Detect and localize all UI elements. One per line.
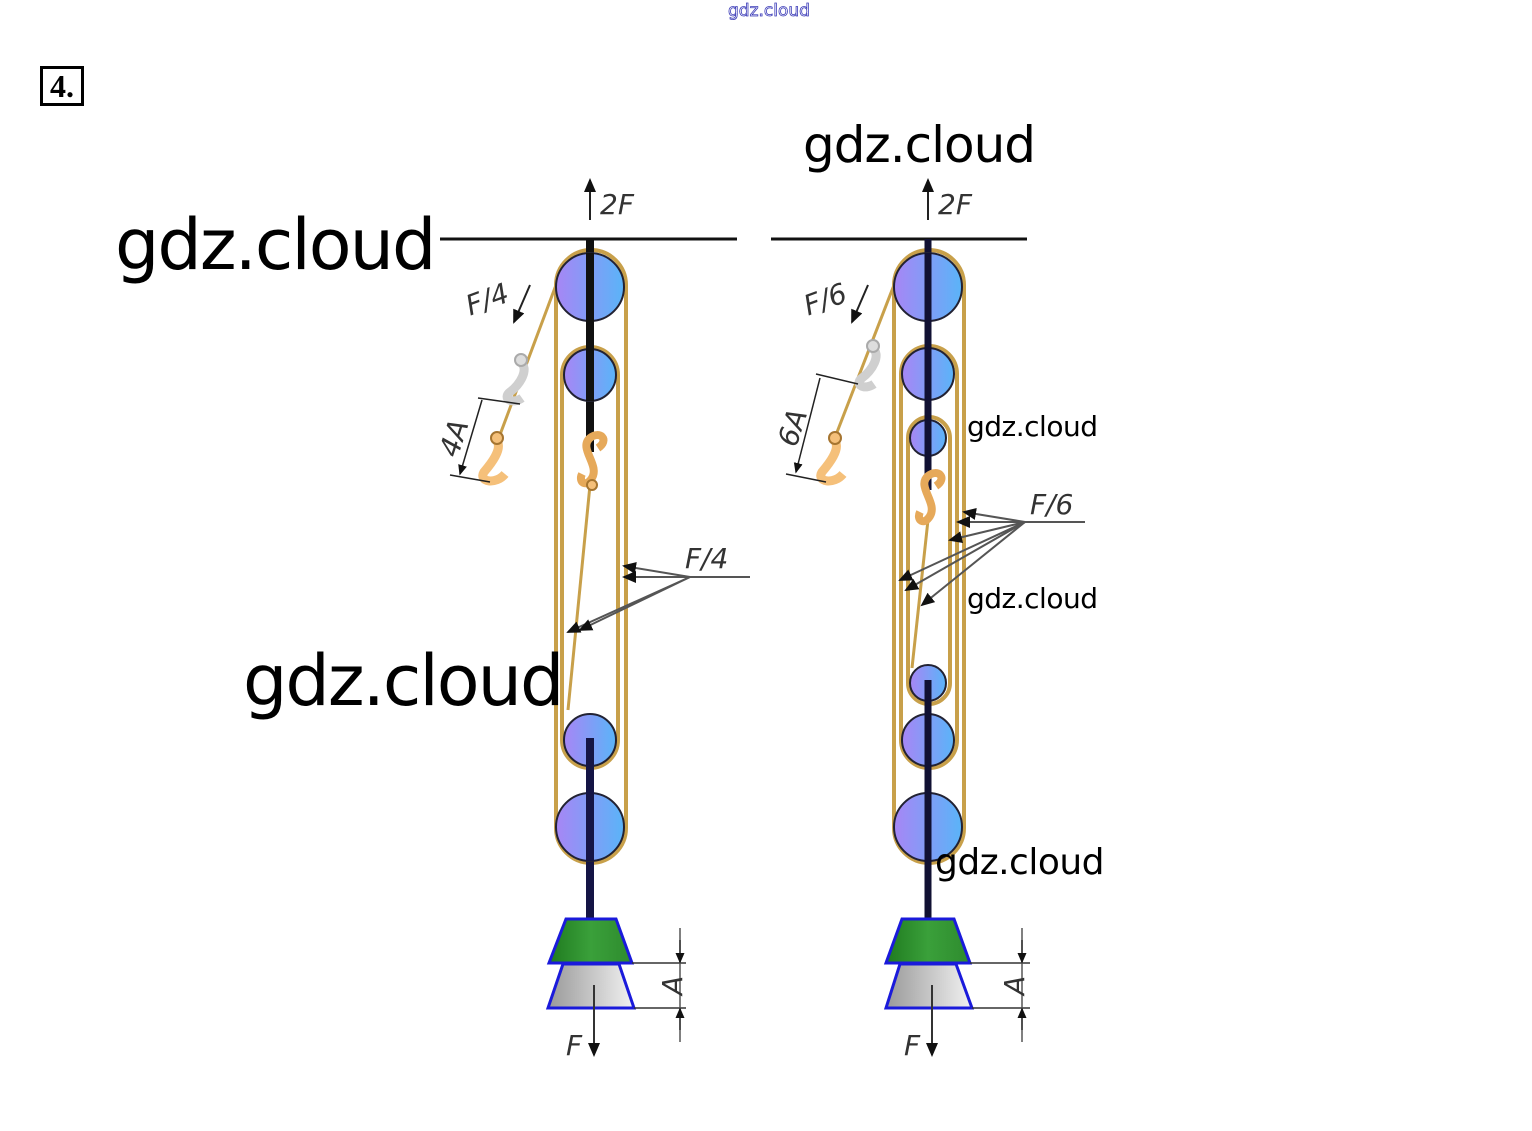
right-load-displacement-label: A: [998, 976, 1031, 997]
left-side-force-label: F/4: [685, 542, 728, 575]
right-top-force-label: 2F: [938, 188, 973, 221]
left-rope-hook: [566, 484, 592, 711]
watermark: gdz.cloud: [967, 410, 1098, 443]
left-rope-force-label: F/4: [461, 276, 513, 322]
right-rope-inner: [906, 415, 952, 706]
right-load-bottom: [883, 962, 975, 1010]
right-s-hook: [915, 469, 946, 526]
left-s-hook: [577, 431, 608, 488]
watermark: gdz.cloud: [243, 640, 564, 722]
watermark: gdz.cloud: [967, 582, 1098, 615]
left-rope-inner: [560, 345, 620, 770]
left-load-displacement-label: A: [656, 976, 689, 997]
right-load-top: [883, 917, 973, 965]
watermark-top: gdz.cloud: [728, 1, 811, 22]
left-orange-hook: [478, 436, 509, 486]
watermark: gdz.cloud: [803, 116, 1036, 174]
left-load-top: [546, 917, 635, 965]
left-rope-outer: [554, 248, 628, 865]
left-top-force-label: 2F: [600, 188, 635, 221]
watermark: gdz.cloud: [115, 204, 436, 286]
right-rope-outer: [892, 248, 966, 865]
right-gray-hook: [854, 344, 881, 392]
right-load-force-label: F: [904, 1029, 921, 1062]
left-load-bottom: [545, 962, 637, 1010]
right-orange-hook: [816, 436, 847, 486]
right-rope-force-label: F/6: [799, 276, 851, 322]
right-pulley-system: 2F F/6 6A: [771, 178, 1085, 1062]
left-load-force-label: F: [566, 1029, 583, 1062]
right-displacement-label: 6A: [771, 405, 814, 450]
problem-number: 4.: [40, 66, 84, 106]
right-rope-free: [832, 284, 896, 441]
right-rope-middle: [899, 344, 959, 770]
left-pulley-system: 2F F/4 4A: [433, 178, 750, 1062]
left-displacement-label: 4A: [433, 415, 476, 460]
left-gray-hook: [502, 358, 529, 406]
watermark: gdz.cloud: [935, 842, 1105, 883]
right-side-force-label: F/6: [1030, 488, 1073, 521]
left-side-force-arrows: [566, 562, 750, 633]
right-side-force-arrows: [898, 508, 1085, 607]
